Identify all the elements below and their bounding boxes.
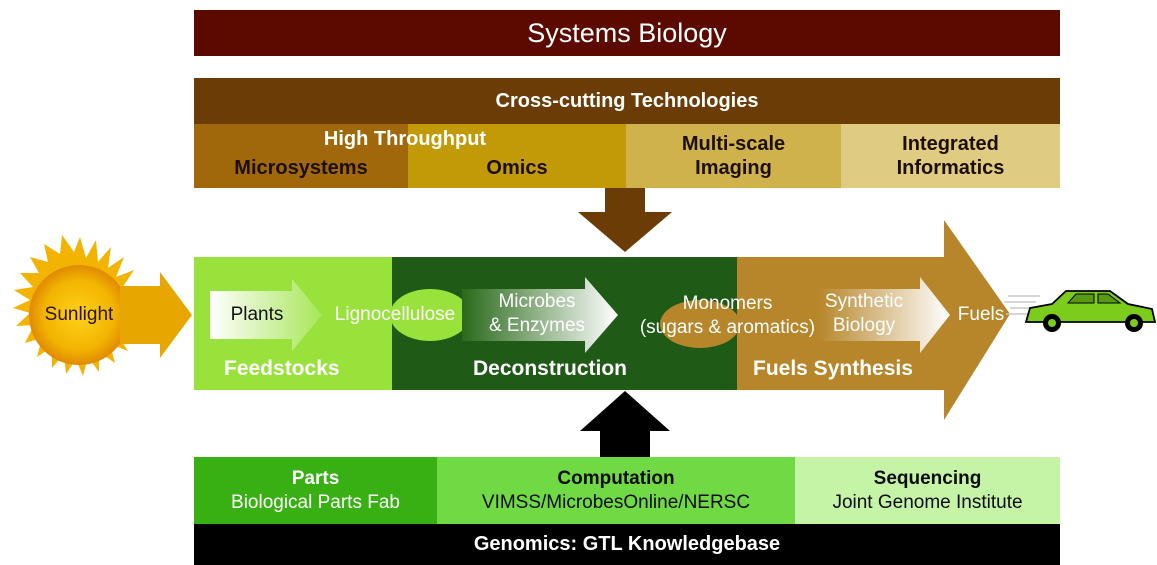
imaging-label: Imaging [695,157,772,179]
down-arrow [578,188,672,252]
multiscale-imaging-cell: Multi-scale Imaging [626,124,841,188]
fuels-synthesis-label: Fuels Synthesis [753,357,913,380]
synthetic-line2: Biology [832,315,896,336]
cross-cutting-title: Cross-cutting Technologies [495,89,759,112]
car-icon [1004,290,1157,332]
parts-subtitle: Biological Parts Fab [231,491,400,513]
integrated-label: Integrated [902,133,999,155]
feedstocks-label: Feedstocks [224,357,340,380]
parts-title: Parts [291,467,340,489]
microsystems-label: Microsystems [234,157,368,179]
microsystems-cell: Microsystems [194,124,408,188]
lignocellulose-label: Lignocellulose [334,304,456,325]
synthetic-biology-label: Synthetic Biology [818,290,910,338]
cross-cutting-header: Cross-cutting Technologies [194,78,1060,124]
parts-cell: Parts Biological Parts Fab [194,457,437,524]
monomers-line2: (sugars & aromatics) [639,317,816,338]
integrated-informatics-cell: Integrated Informatics [841,124,1060,188]
puzzle-knob-fuels [660,300,740,348]
microbes-label: Microbes & Enzymes [462,290,612,338]
systems-biology-title: Systems Biology [527,17,727,48]
sequencing-subtitle: Joint Genome Institute [832,491,1023,513]
sunlight-arrow [120,272,192,358]
computation-title: Computation [557,467,675,489]
computation-cell: Computation VIMSS/MicrobesOnline/NERSC [437,457,795,524]
informatics-label: Informatics [896,157,1005,179]
synthetic-arrow [818,277,950,353]
sun-icon [13,235,144,376]
computation-subtitle: VIMSS/MicrobesOnline/NERSC [481,491,751,513]
sunlight-label: Sunlight [44,304,114,325]
omics-label: Omics [486,157,548,179]
multiscale-label: Multi-scale [681,133,786,155]
microbes-line1: Microbes [498,291,576,312]
systems-biology-bar: Systems Biology [194,10,1060,56]
synthetic-line1: Synthetic [824,291,904,312]
deconstruction-label: Deconstruction [473,357,628,380]
microbes-line2: & Enzymes [488,315,586,336]
puzzle-knob-feedstocks [390,289,470,341]
up-arrow [580,391,670,457]
genomics-footer: Genomics: GTL Knowledgebase [194,524,1060,565]
high-throughput-label: High Throughput [323,128,487,150]
sequencing-cell: Sequencing Joint Genome Institute [795,457,1060,524]
omics-cell: Omics [408,124,626,188]
plants-label: Plants [230,304,284,325]
monomers-line1: Monomers [682,293,773,314]
monomers-label: Monomers (sugars & aromatics) [615,292,840,340]
fuels-label: Fuels [957,304,1005,325]
genomics-footer-label: Genomics: GTL Knowledgebase [473,533,781,555]
microbes-arrow [462,277,618,353]
plants-arrow [210,279,322,351]
sequencing-title: Sequencing [873,467,982,489]
